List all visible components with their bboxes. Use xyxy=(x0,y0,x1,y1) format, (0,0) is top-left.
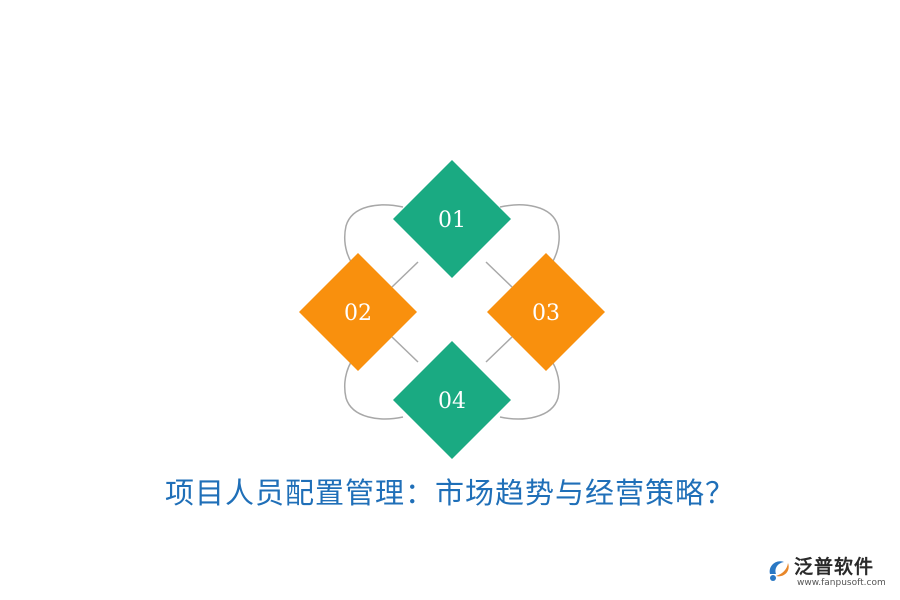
connector-inner-2 xyxy=(485,261,513,288)
diamond-04-label: 04 xyxy=(438,389,466,414)
connector-inner-3 xyxy=(391,336,419,363)
diamond-02 xyxy=(299,253,417,371)
connector-inner-4 xyxy=(485,336,513,363)
logo-mark-icon xyxy=(769,561,789,581)
connector-lines xyxy=(344,204,560,420)
connector-inner-1 xyxy=(391,261,419,288)
logo-name: 泛普软件 xyxy=(794,556,875,578)
diamond-03-label: 03 xyxy=(532,301,560,326)
diamond-group: 01 02 03 04 xyxy=(299,160,605,459)
connector-bottom-right xyxy=(499,353,560,420)
diamond-02-label: 02 xyxy=(344,301,372,326)
brand-logo: 泛普软件 www.fanpusoft.com xyxy=(764,552,894,592)
connector-top-left xyxy=(344,204,404,271)
diamond-03 xyxy=(487,253,605,371)
diamond-04 xyxy=(393,341,511,459)
diamond-01 xyxy=(393,160,511,278)
logo-url: www.fanpusoft.com xyxy=(797,578,886,588)
connector-bottom-left xyxy=(344,353,404,420)
connector-top-right xyxy=(499,204,560,271)
page-title: 项目人员配置管理：市场趋势与经营策略？ xyxy=(164,476,735,510)
diamond-01-label: 01 xyxy=(438,208,466,233)
